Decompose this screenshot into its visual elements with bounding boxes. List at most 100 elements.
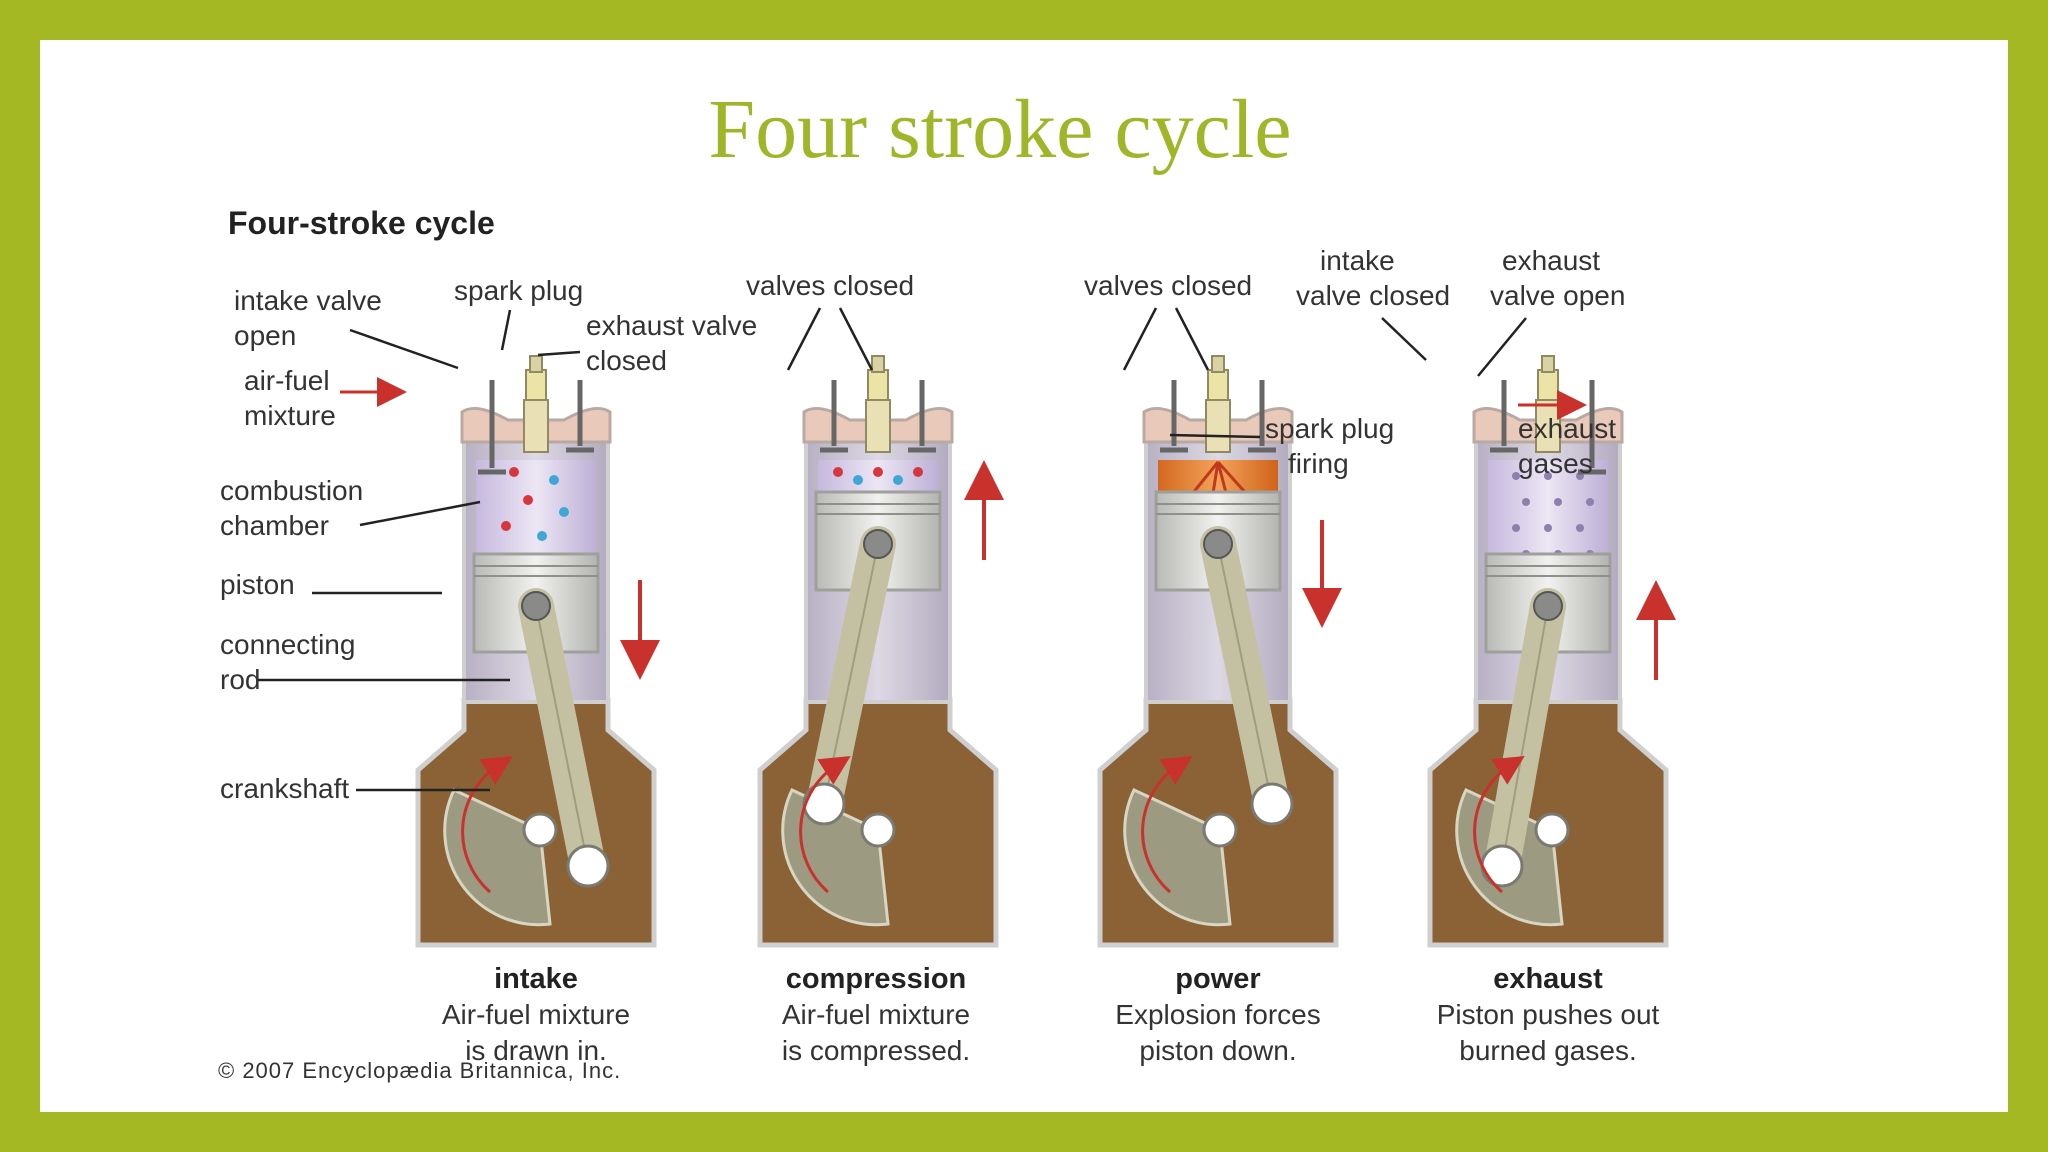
stroke-title-exhaust: exhaust [1493,963,1603,995]
label-crankshaft: crankshaft [220,773,490,804]
intake-valve [478,380,506,475]
four-stroke-diagram: Four-stroke cycle intake valve open spar… [218,205,1676,1083]
rotation-arrow [1473,756,1525,894]
engine-power [1097,355,1342,948]
rotation-arrow [1141,756,1193,894]
rotation-arrow [799,756,851,894]
svg-text:crankshaft: crankshaft [220,773,349,804]
exhaust-valve [1248,380,1276,453]
intake-valve [820,380,848,453]
fuel-particle [523,495,533,505]
svg-text:closed: closed [586,345,667,376]
copyright-notice: © 2007 Encyclopædia Britannica, Inc. [218,1058,621,1083]
connecting-rod-edge [535,605,589,867]
intake-valve [1490,380,1518,453]
svg-text:spark plug: spark plug [454,275,583,306]
exhaust-particle [1522,498,1530,506]
label-air-fuel-mixture: air-fuel mixture [244,365,407,431]
stroke-caption-exhaust: burned gases. [1459,1035,1636,1066]
stroke-title-power: power [1175,963,1260,995]
spark-plug-body [1535,399,1561,453]
label-intake-valve-closed: intake valve closed [1296,245,1450,361]
exhaust-valve [566,380,594,453]
svg-text:exhaust: exhaust [1518,413,1616,444]
crank-pin [566,844,610,888]
spark-plug-body [865,399,891,453]
svg-text:spark plug: spark plug [1265,413,1394,444]
svg-text:air-fuel: air-fuel [244,365,330,396]
rotation-arrow [461,756,513,894]
exhaust-particle [1586,498,1594,506]
label-exhaust-valve-closed: exhaust valve closed [537,310,757,376]
label-combustion-chamber: combustion chamber [220,475,481,541]
spark-plug-tip [1211,355,1225,373]
stroke-caption-intake: Air-fuel mixture [442,999,630,1030]
stroke-caption-compression: Air-fuel mixture [782,999,970,1030]
svg-text:connecting: connecting [220,629,355,660]
combustion-chamber [818,460,938,496]
flame-burst [1182,460,1254,517]
exhaust-valve [1578,380,1606,475]
exhaust-particle [1544,524,1552,532]
exhaust-valve [908,380,936,453]
svg-text:exhaust valve: exhaust valve [586,310,757,341]
label-connecting-rod: connecting rod [220,629,510,695]
svg-text:valve open: valve open [1490,280,1625,311]
svg-text:intake valve: intake valve [234,285,382,316]
fuel-particle [833,467,843,477]
slide: Four stroke cycle [40,40,2008,1112]
slide-title: Four stroke cycle [708,83,1292,176]
exhaust-particle [1512,472,1520,480]
label-spark-plug: spark plug [454,275,583,351]
fuel-particle [509,467,519,477]
svg-text:intake: intake [1320,245,1395,276]
fuel-particle [893,475,903,485]
exhaust-particle [1544,472,1552,480]
stroke-caption-exhaust: Piston pushes out [1437,999,1660,1030]
spark-plug [867,369,889,401]
engine-intake [415,355,660,948]
svg-text:gases: gases [1518,448,1593,479]
crankshaft-center [860,812,896,848]
stroke-caption-power: Explosion forces [1115,999,1320,1030]
connecting-rod-edge [1501,605,1549,867]
stroke-caption-power: piston down. [1139,1035,1296,1066]
label-exhaust-valve-open: exhaust valve open [1477,245,1625,377]
svg-text:open: open [234,320,296,351]
spark-plug-body [523,399,549,453]
crankshaft-center [522,812,558,848]
fuel-particle [501,521,511,531]
crankshaft-center [1534,812,1570,848]
svg-text:valve closed: valve closed [1296,280,1450,311]
svg-text:piston: piston [220,569,295,600]
stroke-caption-intake: is drawn in. [465,1035,607,1066]
piston-pin [521,591,551,621]
svg-text:combustion: combustion [220,475,363,506]
figure-title: Four-stroke cycle [228,205,495,241]
fuel-particle [853,475,863,485]
stroke-title-compression: compression [786,963,967,995]
svg-text:rod: rod [220,664,260,695]
spark-plug-tip [871,355,885,373]
svg-text:valves closed: valves closed [1084,270,1252,301]
svg-text:chamber: chamber [220,510,329,541]
piston-pin [863,529,893,559]
piston-pin [1203,529,1233,559]
fuel-particle [559,507,569,517]
crank-pin [1480,844,1524,888]
stroke-title-intake: intake [494,963,578,995]
fuel-particle [913,467,923,477]
crankshaft-web [443,788,552,927]
label-piston: piston [220,569,442,600]
svg-text:mixture: mixture [244,400,336,431]
exhaust-particle [1576,524,1584,532]
crankshaft-web [781,788,890,927]
crank-pin [802,782,846,826]
engine-illustrations [415,355,1676,948]
piston-pin [1533,591,1563,621]
spark-plug [1207,369,1229,401]
label-intake-valve-open: intake valve open [234,285,459,370]
spark-plug [525,369,547,401]
engine-exhaust [1427,355,1676,948]
